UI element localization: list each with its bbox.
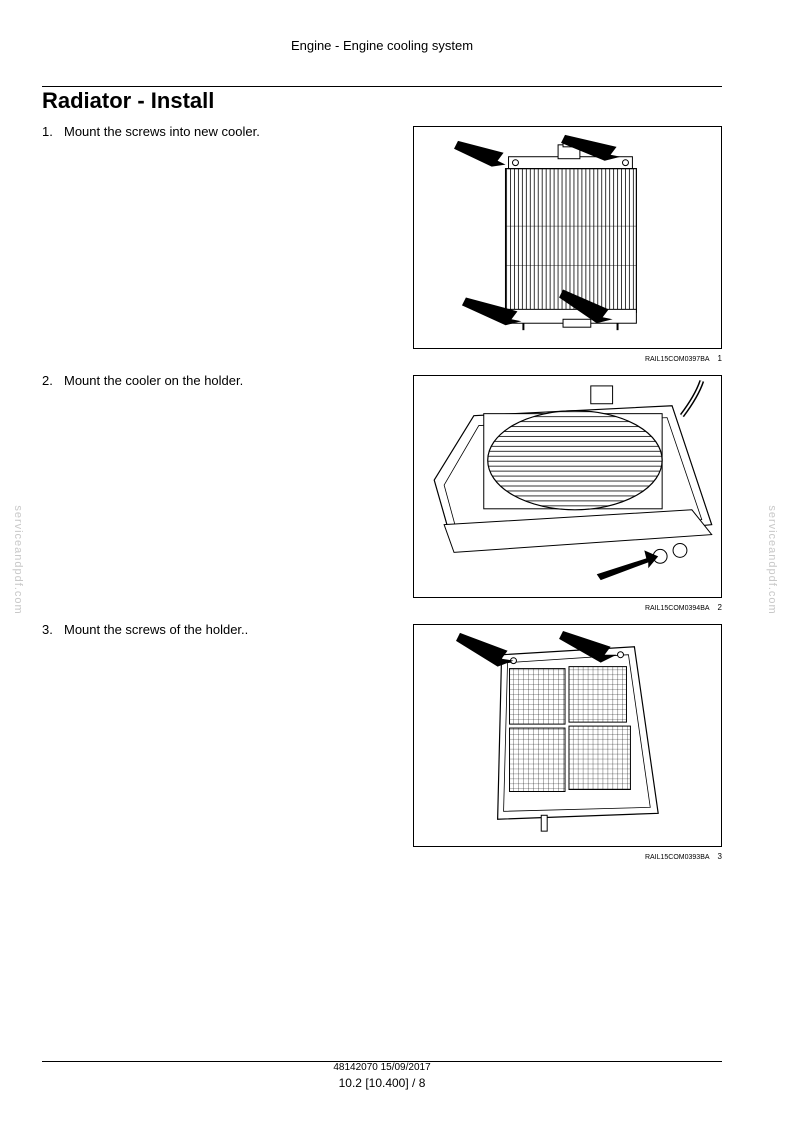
running-header: Engine - Engine cooling system	[290, 38, 474, 53]
figure-1-caption: RAIL15COM0397BA 1	[600, 354, 722, 363]
figure-2-number: 2	[717, 603, 722, 612]
holder-screen-illustration	[456, 630, 659, 832]
footer-document-reference: 48142070 15/09/2017	[333, 1062, 431, 1073]
arrow-holder-screw	[596, 550, 659, 581]
figure-2-code: RAIL15COM0394BA	[644, 605, 710, 612]
arrow-bottom-right	[559, 289, 613, 324]
step-1-number: 1.	[42, 124, 53, 139]
watermark-left: serviceandpdf.com	[12, 505, 24, 615]
watermark-right: serviceandpdf.com	[766, 505, 778, 615]
step-2: 2. Mount the cooler on the holder.	[42, 373, 243, 388]
figure-3-holder-screen	[413, 624, 722, 847]
step-3-number: 3.	[42, 622, 53, 637]
figure-3-caption: RAIL15COM0393BA 3	[600, 852, 722, 861]
page-title: Radiator - Install	[42, 88, 215, 113]
arrow-screen-right	[559, 630, 617, 663]
radiator-illustration	[454, 134, 637, 331]
header-rule	[42, 86, 722, 87]
arrow-screen-left	[456, 632, 514, 667]
figure-1-radiator	[413, 126, 722, 349]
figure-2-caption: RAIL15COM0394BA 2	[600, 603, 722, 612]
footer-rule	[42, 1061, 722, 1062]
step-1: 1. Mount the screws into new cooler.	[42, 124, 260, 139]
step-3: 3. Mount the screws of the holder..	[42, 622, 248, 637]
step-2-text: Mount the cooler on the holder.	[64, 373, 244, 388]
footer-page-reference: 10.2 [10.400] / 8	[338, 1076, 426, 1090]
figure-2-cooler-holder	[413, 375, 722, 598]
arrow-top-right	[561, 134, 621, 161]
arrow-top-left	[454, 140, 506, 167]
figure-1-number: 1	[717, 354, 722, 363]
step-2-number: 2.	[42, 373, 53, 388]
step-1-text: Mount the screws into new cooler.	[64, 124, 260, 139]
arrow-bottom-left	[461, 297, 522, 326]
step-3-text: Mount the screws of the holder..	[64, 622, 249, 637]
figure-3-number: 3	[717, 852, 722, 861]
cooler-holder-illustration	[433, 380, 713, 581]
figure-3-code: RAIL15COM0393BA	[644, 854, 710, 861]
figure-1-code: RAIL15COM0397BA	[644, 356, 710, 363]
